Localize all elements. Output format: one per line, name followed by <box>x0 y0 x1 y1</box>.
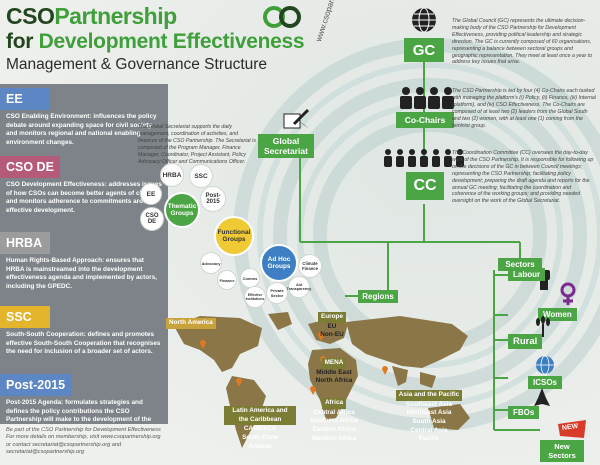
region-head: Asia and the Pacific <box>395 390 463 401</box>
region-line: CAMEXCA <box>243 425 277 433</box>
circle-finance[interactable]: Finance <box>217 270 237 290</box>
circle-comms[interactable]: Comms <box>240 268 260 288</box>
map-pin-icon <box>236 378 242 387</box>
region-line: Central Asia <box>410 426 448 434</box>
region-line: Western Africa <box>311 434 357 442</box>
sector-women[interactable]: Women <box>538 308 577 321</box>
left-column: EE CSO Enabling Environment: influences … <box>0 84 168 432</box>
writing-hand-icon <box>283 108 310 129</box>
circle-private-sector[interactable]: Private Sector <box>266 282 288 304</box>
tag-ssc: SSC <box>0 306 50 328</box>
circle-ee[interactable]: EE <box>140 183 162 205</box>
left-item-ssc: SSC South-South Cooperation: defines and… <box>0 306 168 357</box>
title-for: for <box>6 30 34 53</box>
circle-aid-transparency[interactable]: Aid Transparency <box>287 276 311 298</box>
globe-icon <box>412 7 436 33</box>
circle-hrba[interactable]: HRBA <box>160 163 184 187</box>
circle-effective-institutions[interactable]: Effective Institutions <box>244 286 266 308</box>
region-asia-pacific[interactable]: Asia and the Pacific Southeast Asia Nort… <box>392 390 466 444</box>
cc-description: The Coordination Committee (CC) oversees… <box>452 150 594 205</box>
region-mena[interactable]: MENA Middle East North Africa <box>306 358 362 386</box>
page-subtitle-2: Management & Governance Structure <box>6 56 268 73</box>
map-pin-icon <box>200 340 206 349</box>
sector-rural[interactable]: Rural <box>508 334 543 349</box>
left-item-hrba: HRBA Human Rights-Based Approach: ensure… <box>0 232 168 291</box>
map-pin-icon <box>318 332 324 341</box>
people-group-icon <box>400 87 454 109</box>
region-line: Northeast Asia <box>406 409 452 417</box>
praying-hands-icon <box>534 388 550 406</box>
tag-ee: EE <box>0 88 50 110</box>
cc-box[interactable]: CC <box>406 172 444 200</box>
circle-advocacy[interactable]: Advocacy <box>200 252 222 274</box>
text-cso-de: CSO Development Effectiveness: addresses… <box>6 181 162 214</box>
region-head: MENA <box>321 358 347 369</box>
globe-network-icon <box>536 355 554 375</box>
region-latin-america[interactable]: Latin America and the Caribbean CAMEXCA … <box>224 406 296 451</box>
region-head: Africa <box>321 398 347 409</box>
tag-post-2015: Post-2015 <box>0 374 72 396</box>
circle-functional-groups[interactable]: Functional Groups <box>214 216 254 256</box>
title-development-effectiveness: Development Effectiveness <box>38 30 305 53</box>
circle-cso-de[interactable]: CSO DE <box>140 207 164 231</box>
region-line: Pacific <box>418 435 440 443</box>
partnership-rings-logo <box>263 6 301 28</box>
global-secretariat-box[interactable]: Global Secretariat <box>258 134 314 158</box>
circle-thematic-groups[interactable]: Thematic Groups <box>164 192 200 228</box>
sector-icsos[interactable]: ICSOs <box>528 376 563 389</box>
female-symbol-icon <box>560 282 576 305</box>
text-ssc: South-South Cooperation: defines and pro… <box>6 331 161 356</box>
circle-climate-finance[interactable]: Climate Finance <box>298 254 322 278</box>
region-head: North America <box>166 318 216 329</box>
region-line: South Asia <box>412 417 446 425</box>
region-head: Europe <box>317 312 346 323</box>
text-post-2015: Post-2015 Agenda: formulates strategies … <box>6 399 152 432</box>
wheat-icon <box>536 316 550 337</box>
sectors-label[interactable]: Sectors <box>498 258 542 271</box>
circle-ssc[interactable]: SSC <box>189 164 213 188</box>
region-line: Central Africa <box>313 408 355 416</box>
left-item-ee: EE CSO Enabling Environment: influences … <box>0 88 168 147</box>
region-line: Andean <box>248 442 272 450</box>
map-pin-icon <box>382 366 388 375</box>
title-cso: CSO <box>6 3 55 29</box>
sector-fbos[interactable]: FBOs <box>508 406 540 419</box>
region-line: Southeast Asia <box>406 400 452 408</box>
circle-adhoc-groups[interactable]: Ad Hoc Groups <box>260 244 298 282</box>
sector-labour[interactable]: Labour <box>508 268 546 281</box>
region-north-america[interactable]: North America <box>166 318 216 329</box>
page-subtitle-1: for Development Effectiveness <box>6 30 305 54</box>
gc-box[interactable]: GC <box>404 38 444 62</box>
region-line: Middle East <box>316 368 352 376</box>
page-title: CSOPartnership <box>6 3 177 30</box>
region-europe[interactable]: Europe EU Non-EU <box>306 312 358 340</box>
circle-post-2015[interactable]: Post-2015 <box>200 186 226 212</box>
region-africa[interactable]: Africa Central Africa Southern Africa Ea… <box>302 398 366 443</box>
footer-text: Be part of the CSO Partnership for Devel… <box>6 427 161 455</box>
region-line: Southern Africa <box>310 417 358 425</box>
region-line: Non-EU <box>320 331 344 339</box>
region-head: Latin America and the Caribbean <box>224 406 296 426</box>
region-line: EU <box>327 322 337 330</box>
sector-new-sectors[interactable]: New Sectors <box>540 440 584 462</box>
tag-cso-de: CSO DE <box>0 156 60 178</box>
region-line: South Cone <box>242 433 278 441</box>
tag-hrba: HRBA <box>0 232 50 254</box>
committee-people-icon <box>384 149 464 167</box>
co-chairs-description: The CSO Partnership is led by four (4) C… <box>452 88 596 129</box>
secretariat-description: The Global Secretariat supports the dail… <box>138 124 256 165</box>
text-ee: CSO Enabling Environment: influences the… <box>6 113 157 146</box>
title-partnership: Partnership <box>54 3 177 29</box>
regions-label[interactable]: Regions <box>358 290 398 303</box>
new-badge-icon <box>558 420 586 438</box>
region-line: Eastern Africa <box>312 425 356 433</box>
text-hrba: Human Rights-Based Approach: ensures tha… <box>6 257 157 290</box>
co-chairs-box[interactable]: Co-Chairs <box>396 112 454 128</box>
left-item-cso-de: CSO DE CSO Development Effectiveness: ad… <box>0 156 168 215</box>
left-item-post-2015: Post-2015 Post-2015 Agenda: formulates s… <box>0 374 168 433</box>
gc-description: The Global Council (GC) represents the u… <box>452 18 593 66</box>
region-line: North Africa <box>315 377 353 385</box>
map-pin-icon <box>310 386 316 395</box>
